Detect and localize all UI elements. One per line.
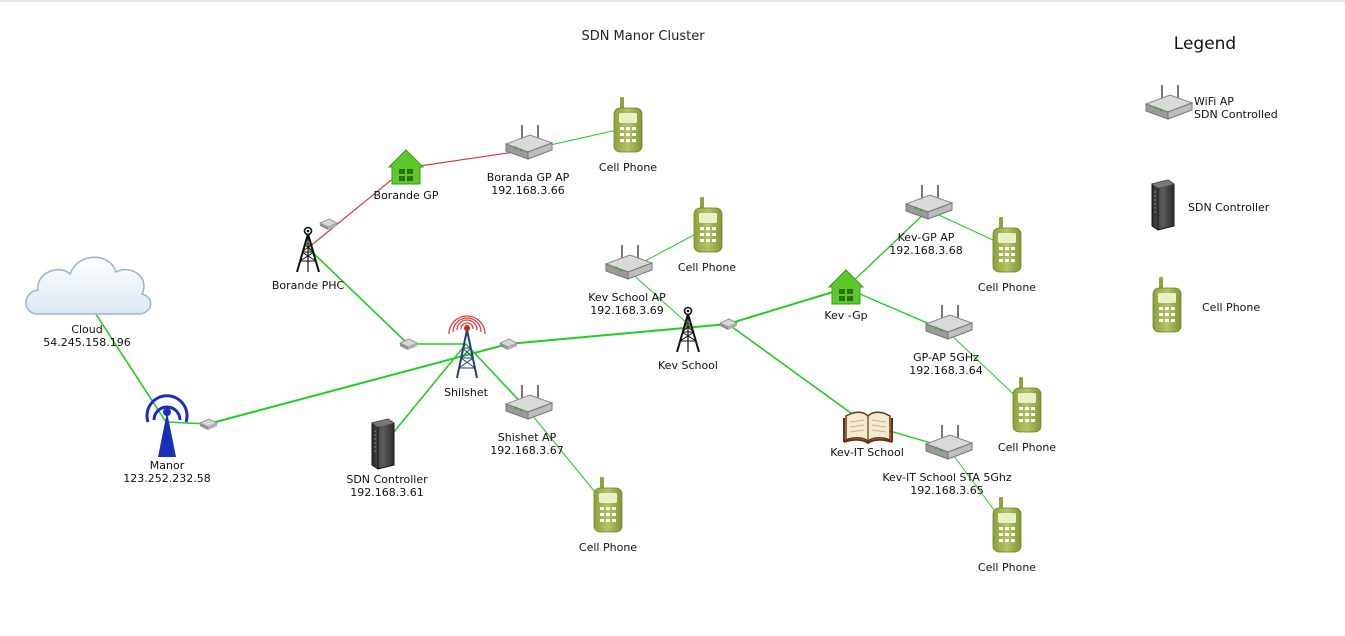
wifi-ap-icon [1145,84,1193,120]
boranda-gp-ap-label: Boranda GP AP [487,171,570,184]
wifi-ap-icon [505,124,553,160]
gp-ap-5ghz-ip: 192.168.3.64 [909,364,982,377]
broadcast-tower-icon [145,394,189,457]
shilshet-label: Shilshet [444,386,489,399]
borande-gp-node[interactable]: Borande GP [374,149,439,202]
cell-phone-icon [693,196,723,253]
shishet-ap-ip: 192.168.3.67 [490,444,563,457]
kev-gp-ap-label: Kev-GP AP [898,231,955,244]
wifi-ap-icon [925,424,973,460]
cloud-icon [25,256,152,315]
kev-gp-ap-node[interactable]: Kev-GP AP 192.168.3.68 [889,184,963,257]
kev-school-ap-ip: 192.168.3.69 [590,304,663,317]
cell-phone-label: Cell Phone [599,161,657,174]
cell-phone-label: Cell Phone [678,261,736,274]
kev-school-ap-label: Kev School AP [588,291,666,304]
kev-it-school-label: Kev-IT School [830,446,904,459]
cell-phone-label: Cell Phone [978,561,1036,574]
manor-node[interactable]: Manor 123.252.232.58 [123,394,211,485]
cell-phone-gp-ap-node[interactable]: Cell Phone [998,376,1056,454]
borande-phc-label: Borande PHC [272,279,345,292]
link-kev-school-kev-gp [727,287,847,325]
legend-wifi-ap-line1: WiFi AP [1194,95,1234,108]
legend-cell-phone: Cell Phone [1202,301,1260,314]
link-phc-borande-gp [307,167,407,249]
kev-gp-node[interactable]: Kev -Gp [824,269,868,322]
kev-it-school-node[interactable]: Kev-IT School [830,411,904,459]
shilshet-node[interactable]: Shilshet [444,315,489,399]
cell-phone-boranda-node[interactable]: Cell Phone [599,96,657,174]
kev-it-sta-node[interactable]: Kev-IT School STA 5Ghz 192.168.3.65 [882,424,1012,497]
link-borande-gp-ap [405,149,529,169]
cloud-ip: 54.245.158.196 [43,336,130,349]
borande-gp-label: Borande GP [374,189,439,202]
cell-phone-icon [1012,376,1042,433]
house-icon [828,269,864,305]
borande-phc-node[interactable]: Borande PHC [272,226,345,293]
legend-wifi-ap-line2: SDN Controlled [1194,108,1278,121]
kev-school-ap-node[interactable]: Kev School AP 192.168.3.69 [588,244,666,317]
port-shilshet-east[interactable] [499,338,518,351]
kev-it-sta-ip: 192.168.3.65 [910,484,983,497]
link-kev-school-ap-tower [627,269,689,325]
manor-ip: 123.252.232.58 [123,472,210,485]
link-shilshet-sdn [383,343,467,445]
sdn-controller-label: SDN Controller [346,473,428,486]
wifi-ap-icon [925,304,973,340]
cell-phone-label: Cell Phone [978,281,1036,294]
cell-phone-icon [992,496,1022,553]
diagram-title: SDN Manor Cluster [581,29,705,44]
port-phc[interactable] [399,338,418,351]
house-icon [388,149,424,185]
kev-gp-ap-ip: 192.168.3.68 [889,244,962,257]
gp-ap-5ghz-node[interactable]: GP-AP 5GHz 192.168.3.64 [909,304,983,377]
cell-phone-icon [593,476,623,533]
port-manor[interactable] [199,418,218,431]
manor-label: Manor [150,459,185,472]
link-shilshet-shishet-ap [465,343,529,411]
cell-phone-label: Cell Phone [998,441,1056,454]
wifi-ap-icon [605,244,653,280]
link-kev-school-kev-it [727,323,867,425]
cloud-label: Cloud [71,323,102,336]
cell-tower-icon [676,306,700,353]
cell-phone-kev-it-node[interactable]: Cell Phone [978,496,1036,574]
sdn-controller-ip: 192.168.3.61 [350,486,423,499]
link-phc-shilshet [307,247,409,345]
wifi-ap-icon [905,184,953,220]
kev-school-label: Kev School [658,359,718,372]
shishet-ap-node[interactable]: Shishet AP 192.168.3.67 [490,384,564,457]
wifi-ap-icon [505,384,553,420]
cell-phone-kev-school-node[interactable]: Cell Phone [678,196,736,274]
link-cloud-manor [87,301,167,423]
cell-phone-icon [613,96,643,153]
port-borande-phc[interactable] [319,218,338,231]
link-manor-shilshet [207,343,509,425]
cell-tower-icon [296,226,320,273]
boranda-gp-ap-node[interactable]: Boranda GP AP 192.168.3.66 [487,124,570,197]
server-icon [371,418,395,470]
kev-gp-label: Kev -Gp [824,309,867,322]
server-icon [1151,179,1175,231]
gp-ap-5ghz-label: GP-AP 5GHz [913,351,979,364]
radio-tower-icon [448,315,486,379]
open-book-icon [843,411,893,445]
cell-phone-icon [992,216,1022,273]
cloud-node[interactable]: Cloud 54.245.158.196 [25,256,152,349]
kev-school-node[interactable]: Kev School [658,306,718,373]
cell-phone-label: Cell Phone [579,541,637,554]
legend-sdn-controller: SDN Controller [1188,201,1270,214]
legend-title: Legend [1174,34,1236,54]
cell-phone-icon [1152,276,1182,333]
shishet-ap-label: Shishet AP [498,431,557,444]
sdn-controller-node[interactable]: SDN Controller 192.168.3.61 [346,418,428,499]
link-kev-gp-ap [845,209,929,289]
kev-it-sta-label: Kev-IT School STA 5Ghz [882,471,1011,484]
cell-phone-shishet-node[interactable]: Cell Phone [579,476,637,554]
boranda-gp-ap-ip: 192.168.3.66 [491,184,564,197]
legend: Legend WiFi AP SDN Controlled SDN Contro… [1145,34,1278,333]
cell-phone-kev-gp-node[interactable]: Cell Phone [978,216,1036,294]
